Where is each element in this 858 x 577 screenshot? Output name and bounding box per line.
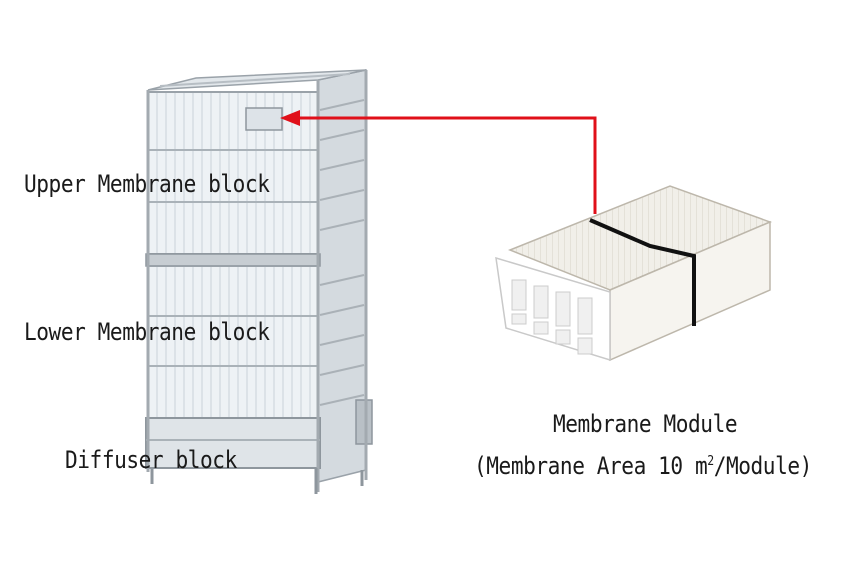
- lower-membrane-block-label: Lower Membrane block: [24, 318, 270, 346]
- membrane-area-suffix: /Module): [713, 452, 813, 480]
- membrane-module-title: Membrane Module: [553, 410, 738, 438]
- membrane-area-superscript: 2: [707, 454, 714, 469]
- membrane-module-illustration: [495, 185, 773, 362]
- module-strap: [589, 218, 696, 326]
- membrane-area-prefix: (Membrane Area 10 m: [474, 452, 708, 480]
- pointer-arrow: [280, 110, 597, 214]
- membrane-unit-illustration: [145, 69, 373, 494]
- diffuser-block: [145, 399, 373, 469]
- lower-membrane-block: [147, 265, 319, 419]
- membrane-area-caption: (Membrane Area 10 m2/Module): [474, 452, 812, 480]
- upper-membrane-block-label: Upper Membrane block: [24, 170, 270, 198]
- diffuser-block-label: Diffuser block: [65, 446, 237, 474]
